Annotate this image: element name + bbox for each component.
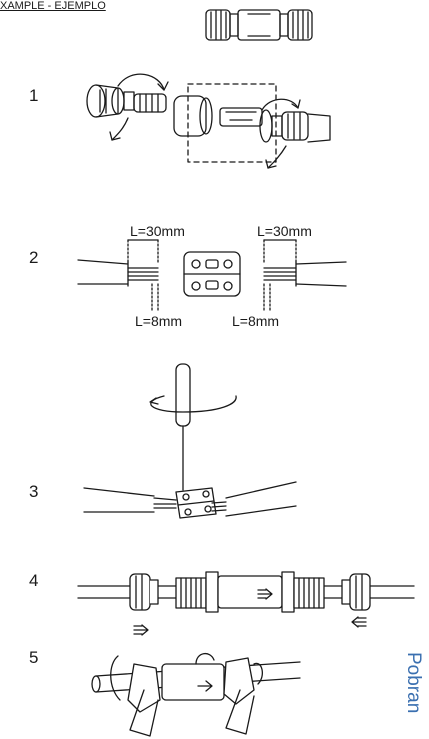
step-4-assembly	[77, 571, 415, 636]
strip-length-left-label: L=30mm	[130, 223, 185, 239]
core-length-right-label: L=8mm	[232, 313, 279, 329]
core-length-left-label: L=8mm	[135, 313, 182, 329]
step-number-1: 1	[29, 86, 39, 105]
assembled-connector-illustration	[205, 9, 313, 41]
strip-length-right-label: L=30mm	[257, 223, 312, 239]
step-3-tightening-screws	[83, 363, 297, 519]
step-number-4: 4	[29, 571, 39, 590]
step-2-cable-stripping: L=30mm L=30mm L=8mm L=8mm	[77, 223, 347, 329]
step-number-3: 3	[29, 482, 39, 501]
step-5-final-tightening	[91, 653, 301, 737]
step-1-exploded-parts	[86, 73, 331, 169]
step-number-2: 2	[29, 248, 39, 267]
step-number-5: 5	[29, 648, 39, 667]
side-label: Pobran	[403, 652, 424, 714]
page-header: XAMPLE - EJEMPLO	[0, 0, 106, 12]
